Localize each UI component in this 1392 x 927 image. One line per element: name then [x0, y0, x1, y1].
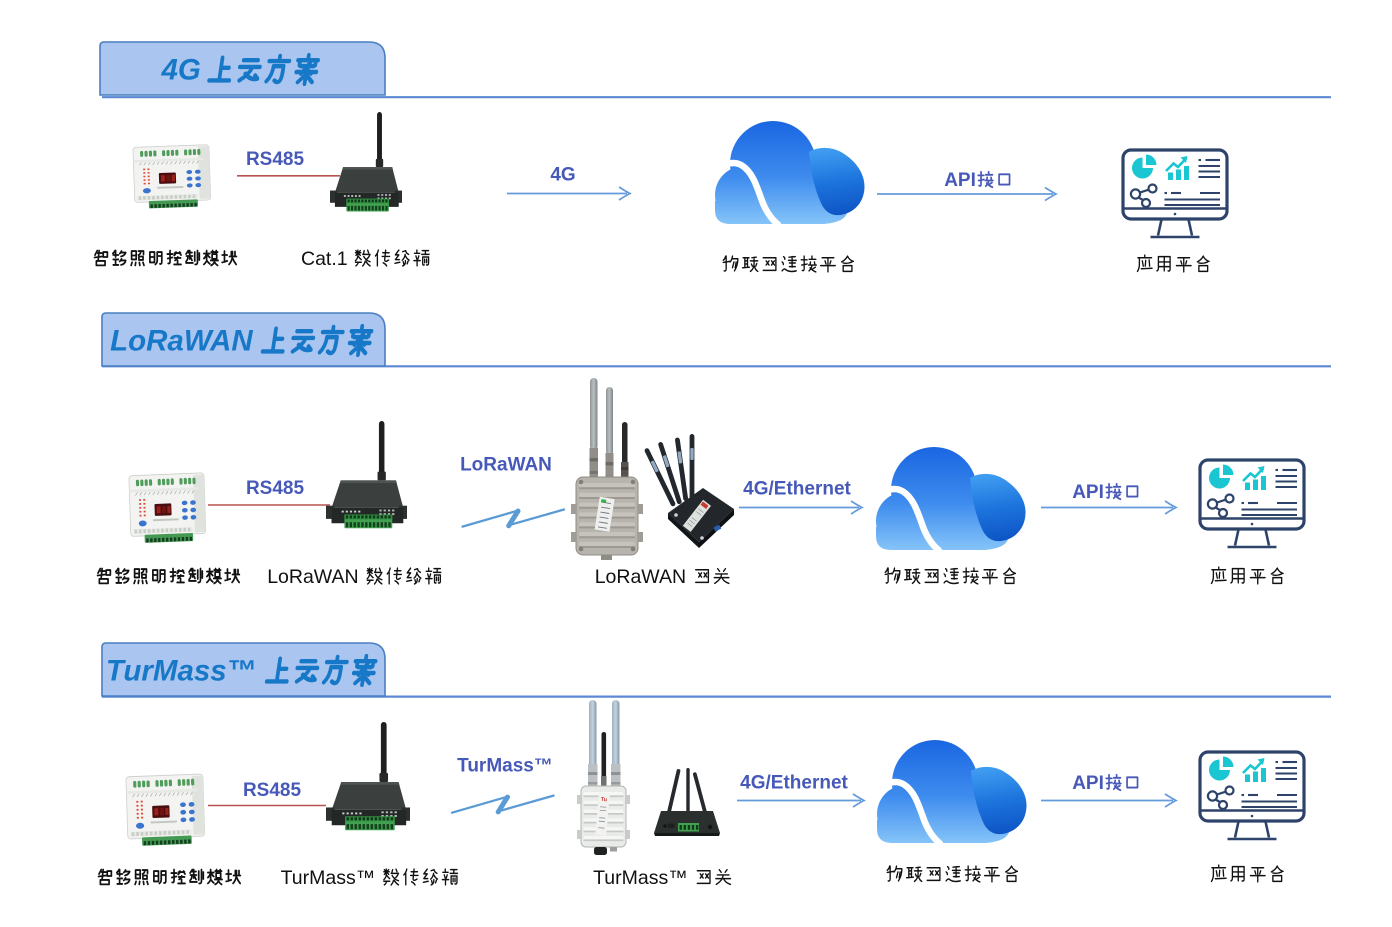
svg-text:RS485: RS485 — [246, 149, 305, 170]
svg-text:API: API — [944, 170, 976, 191]
svg-text:RS485: RS485 — [246, 478, 305, 499]
svg-text:LoRaWAN: LoRaWAN — [110, 325, 253, 358]
svg-text:API: API — [1072, 482, 1104, 503]
svg-text:TurMass™: TurMass™ — [593, 867, 688, 889]
svg-text:4G/Ethernet: 4G/Ethernet — [740, 773, 848, 794]
svg-text:TurMass™: TurMass™ — [457, 756, 553, 777]
svg-text:4G: 4G — [550, 165, 575, 186]
svg-text:Cat.1: Cat.1 — [301, 248, 348, 270]
svg-text:Tu: Tu — [600, 797, 607, 804]
svg-text:TurMass™: TurMass™ — [281, 867, 376, 889]
svg-text:4G: 4G — [161, 54, 201, 87]
svg-text:TurMass™: TurMass™ — [106, 655, 256, 688]
svg-text:RS485: RS485 — [243, 780, 302, 801]
svg-text:API: API — [1072, 773, 1104, 794]
svg-text:LoRaWAN: LoRaWAN — [267, 566, 358, 588]
svg-text:LoRaWAN: LoRaWAN — [460, 455, 552, 476]
svg-text:LoRaWAN: LoRaWAN — [595, 566, 686, 588]
svg-text:4G/Ethernet: 4G/Ethernet — [743, 479, 851, 500]
